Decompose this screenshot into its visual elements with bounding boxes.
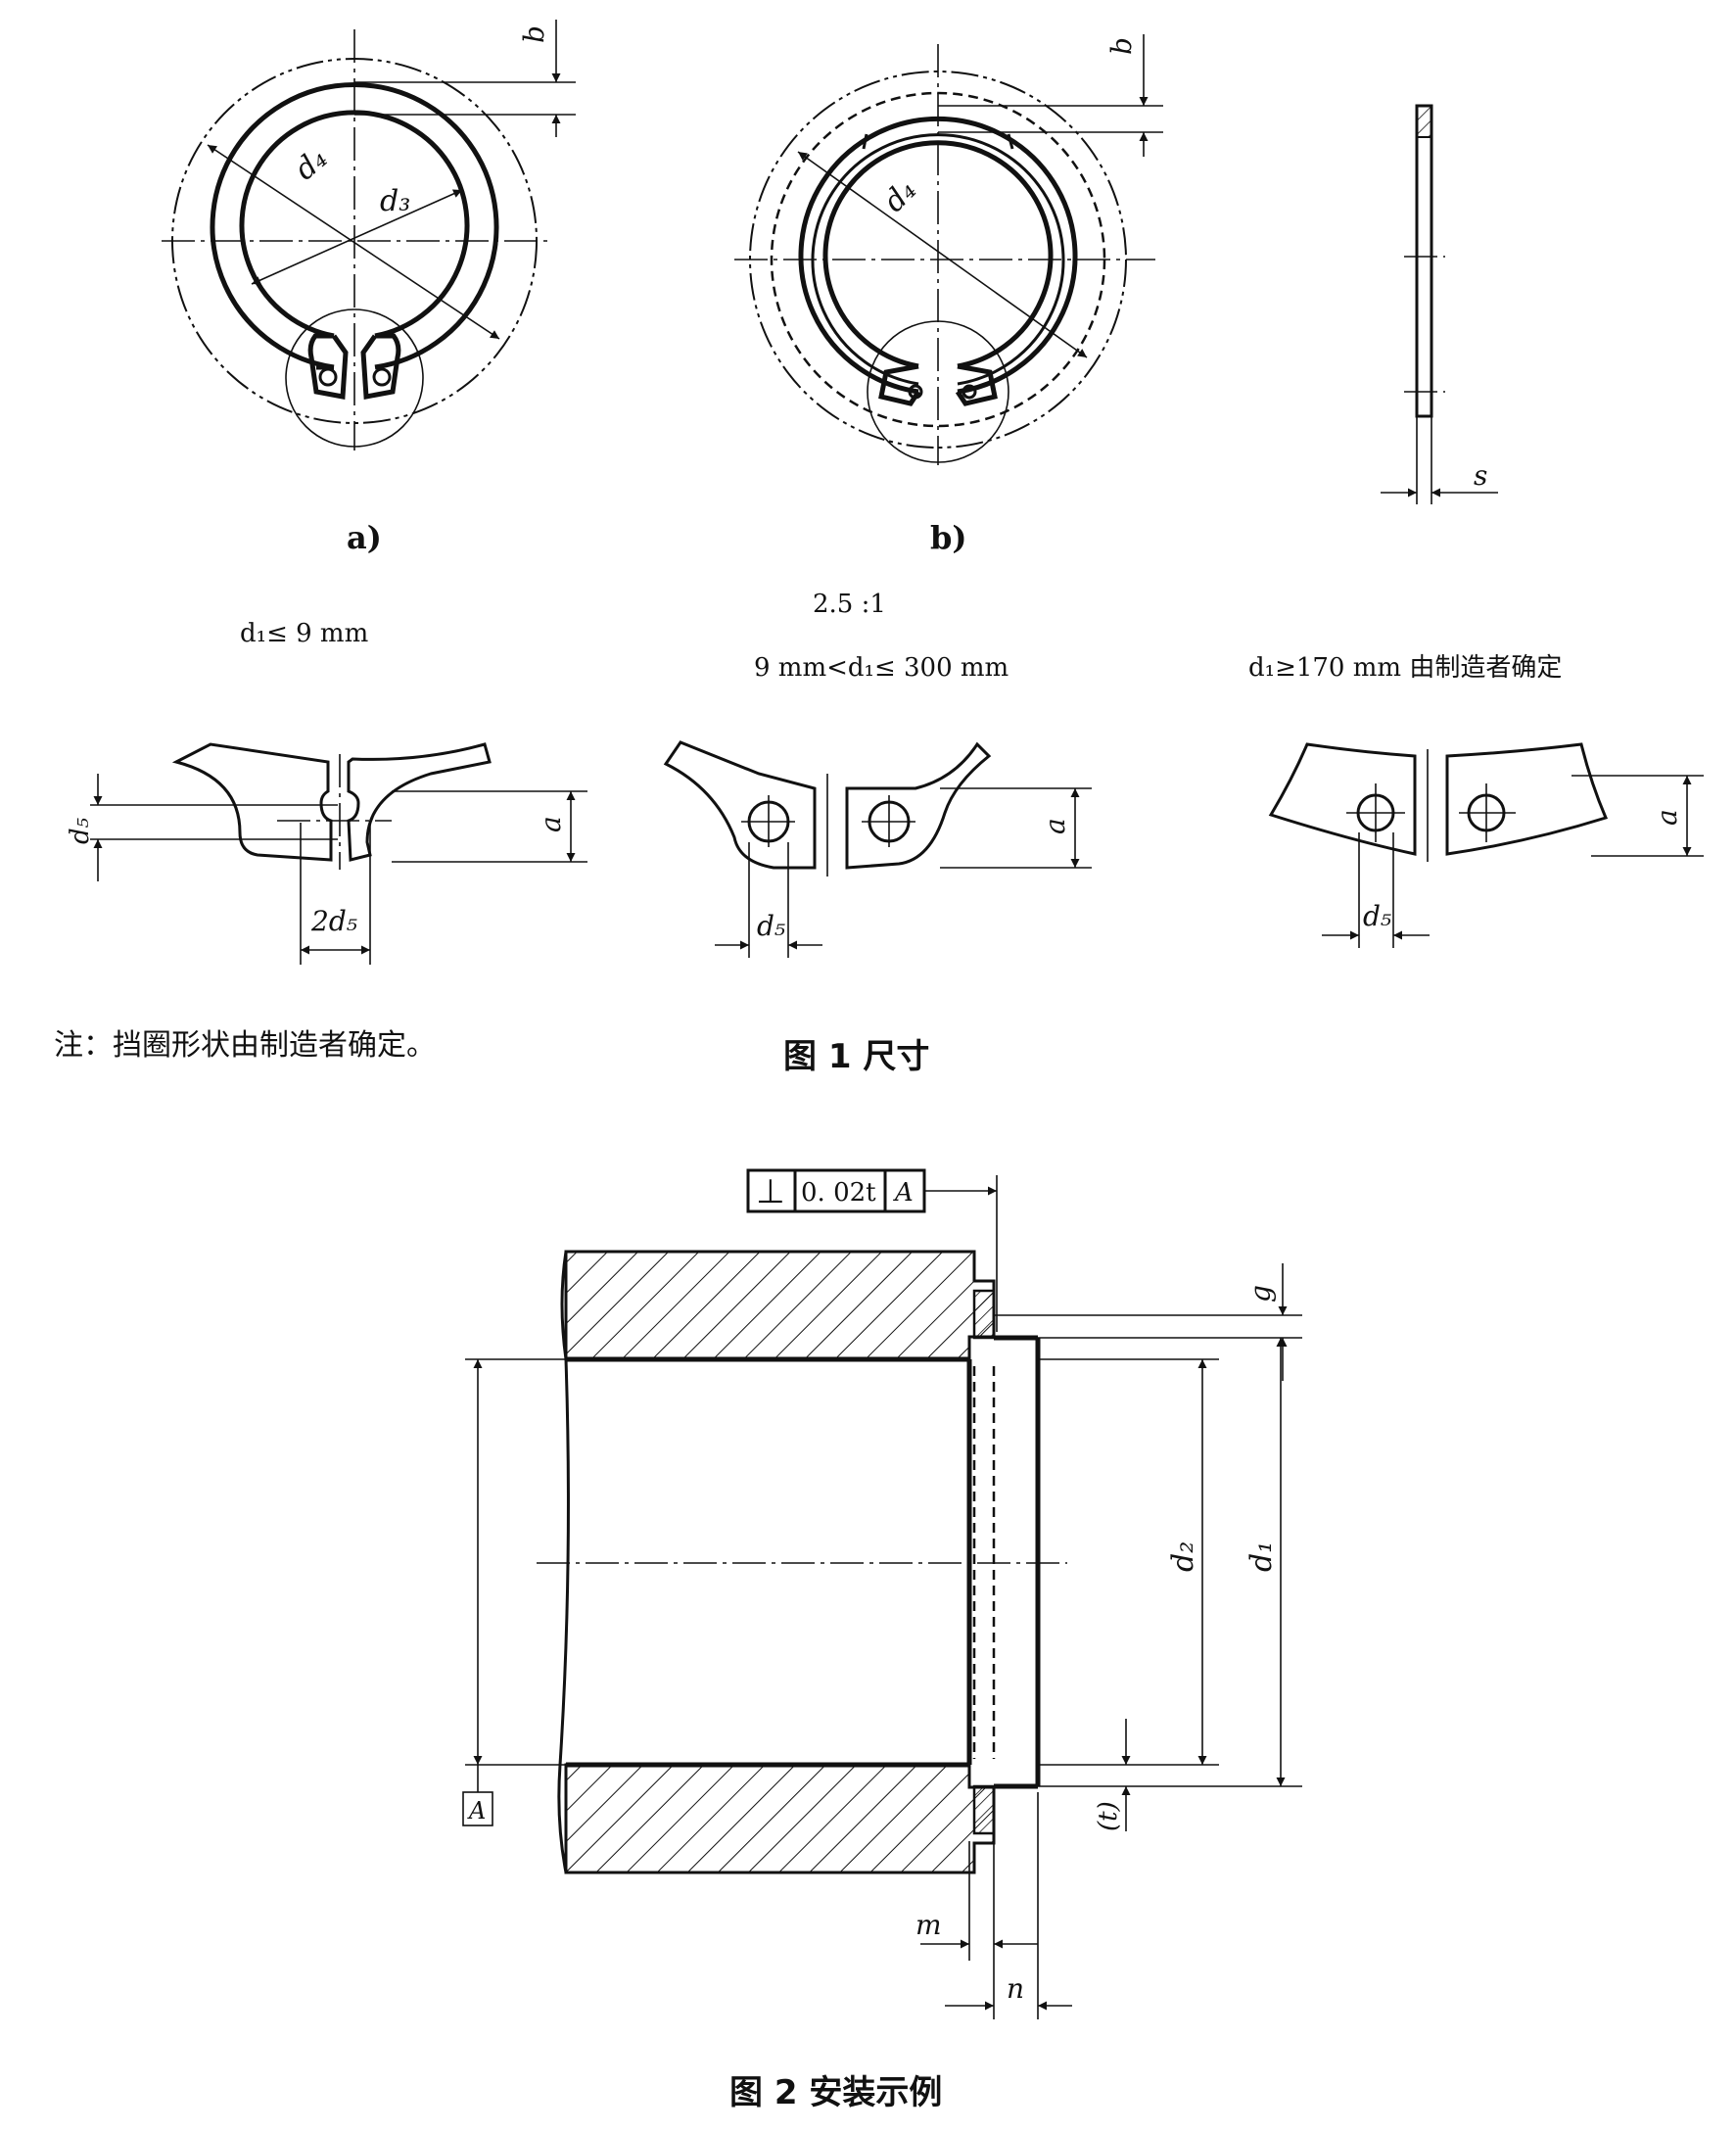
a-label-3: a	[1651, 809, 1683, 826]
g-label: g	[1244, 1285, 1277, 1303]
tolerance-value: 0. 02t	[801, 1178, 876, 1208]
tolerance-datum: A	[893, 1178, 914, 1208]
detail-3-condition: d₁≥170 mm 由制造者确定	[1248, 653, 1562, 683]
2d5-label: 2d₅	[310, 905, 357, 937]
n-label: n	[1007, 1972, 1024, 2005]
m-label: m	[915, 1909, 942, 1941]
d1-label: d₁	[1244, 1541, 1279, 1572]
d5-label-2: d₅	[757, 910, 785, 942]
figure-1-caption: 图 1 尺寸	[783, 1037, 929, 1076]
d3-label: d₃	[380, 184, 410, 218]
view-b-ring	[734, 34, 1163, 465]
b-label-b: b	[1105, 37, 1138, 55]
side-view	[1381, 104, 1498, 504]
detail-3	[1268, 742, 1704, 948]
d2-label: d₂	[1166, 1541, 1200, 1572]
perpendicularity-symbol: ⊥	[756, 1172, 785, 1211]
d5-label-1: d₅	[66, 817, 95, 844]
d5-label-3: d₅	[1363, 900, 1391, 932]
a-label-1: a	[535, 816, 567, 832]
view-a-ring	[162, 20, 576, 450]
d4-label-a: d₄	[289, 141, 334, 187]
installation-drawing	[462, 1168, 1302, 2019]
view-b-label: b)	[930, 519, 967, 556]
note-text: 注：挡圈形状由制造者确定。	[54, 1028, 436, 1063]
detail-2-condition: 9 mm<d₁≤ 300 mm	[754, 653, 1009, 683]
detail-2	[663, 740, 1092, 958]
detail-1	[90, 742, 587, 965]
view-a-label: a)	[347, 519, 382, 556]
scale-label: 2.5 :1	[813, 590, 886, 619]
b-label-a: b	[518, 25, 550, 43]
detail-1-condition: d₁≤ 9 mm	[240, 619, 368, 648]
a-label-2: a	[1039, 818, 1071, 834]
t-label: (t)	[1094, 1801, 1123, 1831]
figure-2-caption: 图 2 安装示例	[729, 2073, 942, 2112]
datum-a-label: A	[467, 1797, 486, 1825]
s-label: s	[1474, 459, 1487, 492]
